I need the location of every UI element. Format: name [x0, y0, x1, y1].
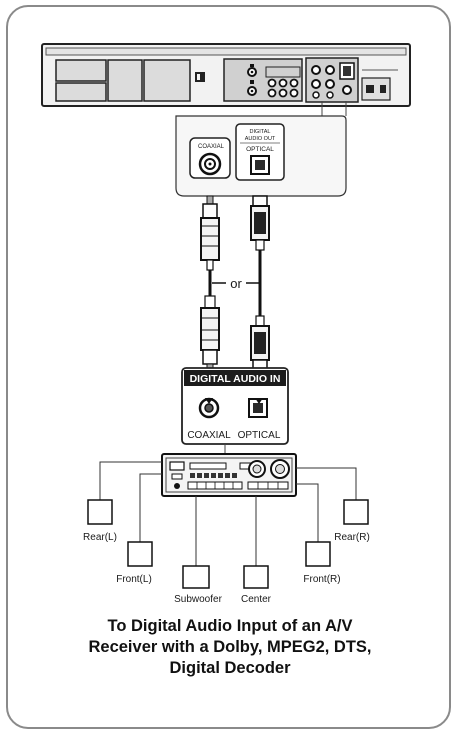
speaker-subwoofer: Subwoofer	[174, 565, 223, 605]
speaker-rear-left: Rear(L)	[83, 499, 117, 543]
speaker-front-right: Front(R)	[303, 541, 341, 585]
source-coaxial-label: COAXIAL	[198, 144, 225, 150]
speaker-rear-left-label: Rear(L)	[83, 532, 117, 543]
speaker-wiring	[99, 461, 357, 566]
speaker-center-label: Center	[241, 594, 272, 605]
speaker-subwoofer-label: Subwoofer	[174, 594, 222, 605]
receiver-coaxial-label: COAXIAL	[187, 430, 231, 441]
diagram-caption: To Digital Audio Input of an A/V Receive…	[40, 616, 420, 679]
caption-line-3: Digital Decoder	[169, 659, 291, 677]
speaker-center: Center	[241, 565, 272, 605]
source-optical-label: OPTICAL	[246, 146, 274, 153]
av-receiver	[161, 453, 297, 497]
speaker-front-left-label: Front(L)	[116, 574, 152, 585]
receiver-optical-label: OPTICAL	[238, 430, 281, 441]
receiver-panel-header: DIGITAL AUDIO IN	[190, 373, 281, 385]
source-output-panel: COAXIAL DIGITAL AUDIO OUT OPTICAL	[175, 115, 347, 197]
caption-line-2: Receiver with a Dolby, MPEG2, DTS,	[88, 638, 372, 656]
source-digital-label-line1: DIGITAL	[250, 129, 271, 135]
or-separator: or	[212, 276, 259, 291]
speaker-rear-right: Rear(R)	[334, 499, 370, 543]
optical-cable	[250, 195, 270, 373]
speaker-front-left: Front(L)	[116, 541, 153, 585]
source-digital-label-line2: AUDIO OUT	[245, 136, 276, 142]
coaxial-cable	[200, 195, 220, 375]
receiver-input-panel: DIGITAL AUDIO IN COAXIAL OPTICAL	[181, 367, 289, 456]
dvd-player	[41, 43, 411, 116]
speaker-rear-right-label: Rear(R)	[334, 532, 370, 543]
or-label: or	[230, 276, 242, 291]
caption-line-1: To Digital Audio Input of an A/V	[107, 617, 353, 635]
speaker-front-right-label: Front(R)	[303, 574, 340, 585]
